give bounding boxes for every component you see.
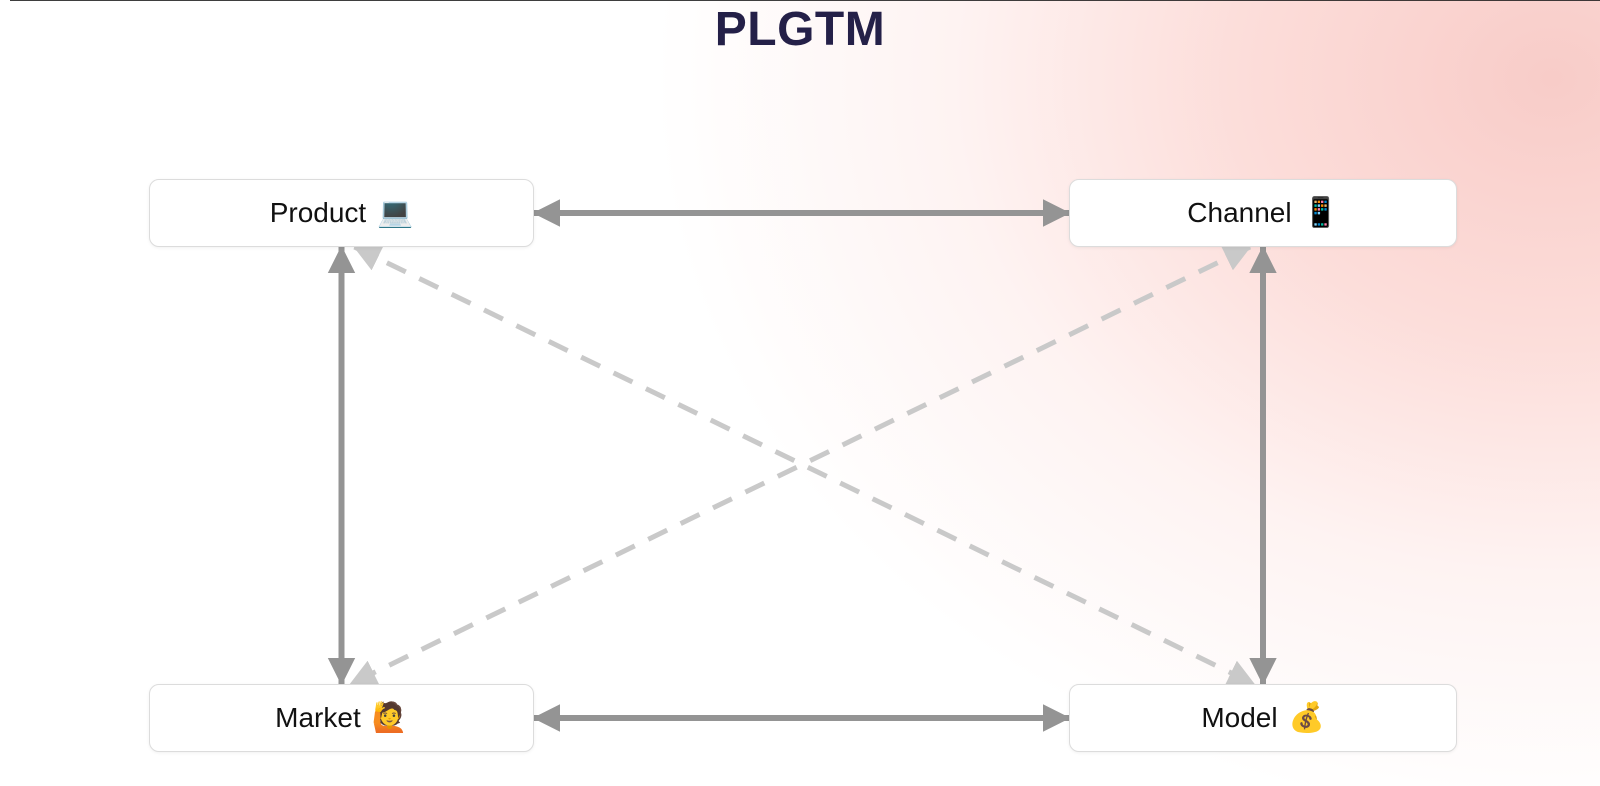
page-title: PLGTM bbox=[714, 3, 886, 56]
node-model: Model 💰 bbox=[1069, 684, 1457, 752]
node-product-label: Product bbox=[269, 197, 367, 228]
node-channel: Channel 📱 bbox=[1069, 179, 1457, 247]
money-bag-emoji-icon: 💰 bbox=[1288, 701, 1325, 734]
node-product: Product 💻 bbox=[149, 179, 534, 247]
laptop-emoji-icon: 💻 bbox=[377, 196, 414, 229]
node-model-label: Model bbox=[1201, 702, 1278, 733]
person-raising-hand-emoji-icon: 🙋 bbox=[371, 701, 408, 734]
node-channel-label: Channel bbox=[1187, 197, 1292, 228]
mobile-phone-emoji-icon: 📱 bbox=[1302, 196, 1339, 229]
node-market: Market 🙋 bbox=[149, 684, 534, 752]
node-market-label: Market bbox=[275, 702, 361, 733]
edge-channel-market bbox=[349, 244, 1252, 687]
window-top-edge bbox=[10, 0, 1600, 1]
